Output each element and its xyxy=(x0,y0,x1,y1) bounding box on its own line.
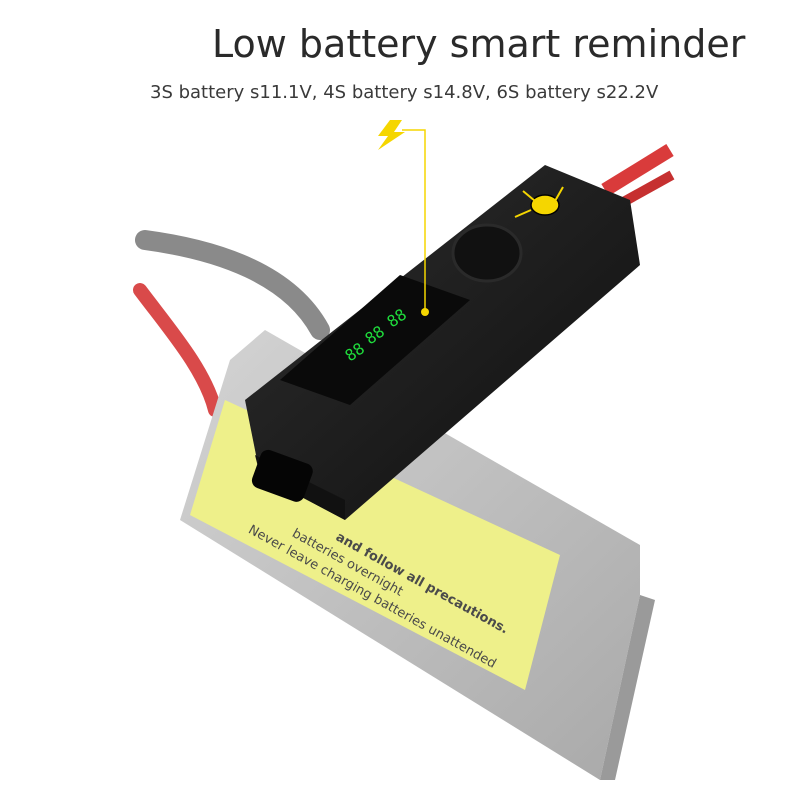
red-cable-left xyxy=(133,283,222,417)
page-subtitle: 3S battery s11.1V, 4S battery s14.8V, 6S… xyxy=(150,82,659,103)
pointer-dot xyxy=(421,308,429,316)
pointer-line xyxy=(402,129,426,310)
display-screen xyxy=(280,275,470,405)
grey-cable xyxy=(135,230,330,340)
port-opening xyxy=(251,449,313,502)
power-button-icon xyxy=(451,223,523,283)
page-title: Low battery smart reminder xyxy=(212,22,746,66)
bee-logo-icon xyxy=(514,186,564,218)
lightning-icon xyxy=(378,120,405,150)
battery-checker-device: 88 88 88 xyxy=(245,165,640,520)
red-cable-right xyxy=(601,144,674,196)
